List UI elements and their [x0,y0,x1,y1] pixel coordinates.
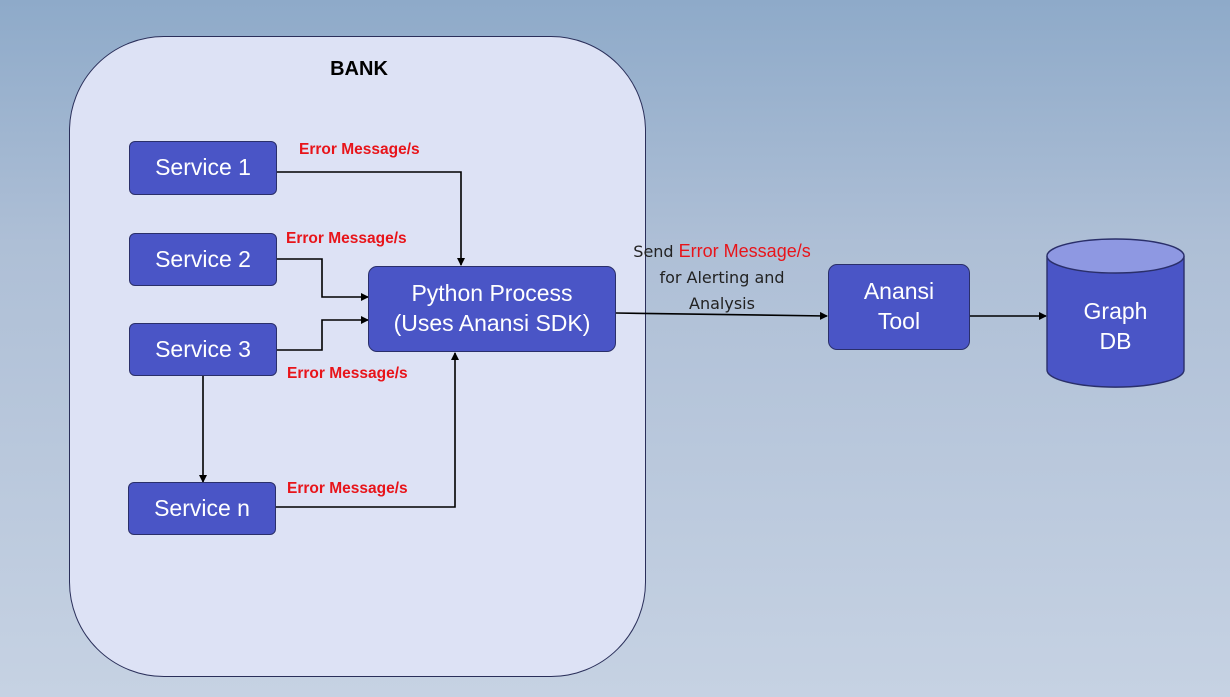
anansi-tool-box: Anansi Tool [828,264,970,350]
send-label-prefix: Send [633,242,674,261]
service-2-box: Service 2 [129,233,277,286]
graph-db-cylinder [1046,238,1185,388]
error-label-service-1: Error Message/s [299,141,420,158]
error-label-service-3: Error Message/s [287,365,408,382]
service-n-box: Service n [128,482,276,535]
bank-title: BANK [330,58,388,80]
graph-db-line2: DB [1099,328,1132,354]
anansi-tool-line2: Tool [877,308,921,334]
anansi-tool-line1: Anansi [863,278,935,305]
python-process-subtitle: (Uses Anansi SDK) [393,310,591,336]
service-3-box: Service 3 [129,323,277,376]
graph-db-label: Graph DB [1046,296,1185,356]
service-3-label: Service 3 [155,335,251,362]
send-label: Send Error Message/s for Alerting and An… [612,238,832,317]
error-label-service-2: Error Message/s [286,230,407,247]
arrow-service2-python [276,258,369,301]
send-label-line3: Analysis [689,294,755,313]
service-n-label: Service n [154,494,250,521]
python-process-title: Python Process [411,280,573,307]
send-label-highlight: Error Message/s [678,241,811,261]
send-label-line2: for Alerting and [659,268,785,287]
service-2-label: Service 2 [155,245,251,272]
error-label-service-n: Error Message/s [287,480,408,497]
arrow-service3-python [276,316,369,351]
service-1-label: Service 1 [155,154,251,181]
service-1-box: Service 1 [129,141,277,195]
graph-db-line1: Graph [1083,298,1148,324]
arrow-service1-python [276,171,465,266]
arrow-servicen-python [276,352,459,508]
arrow-python-anansi [615,311,828,320]
python-process-box: Python Process (Uses Anansi SDK) [368,266,616,352]
